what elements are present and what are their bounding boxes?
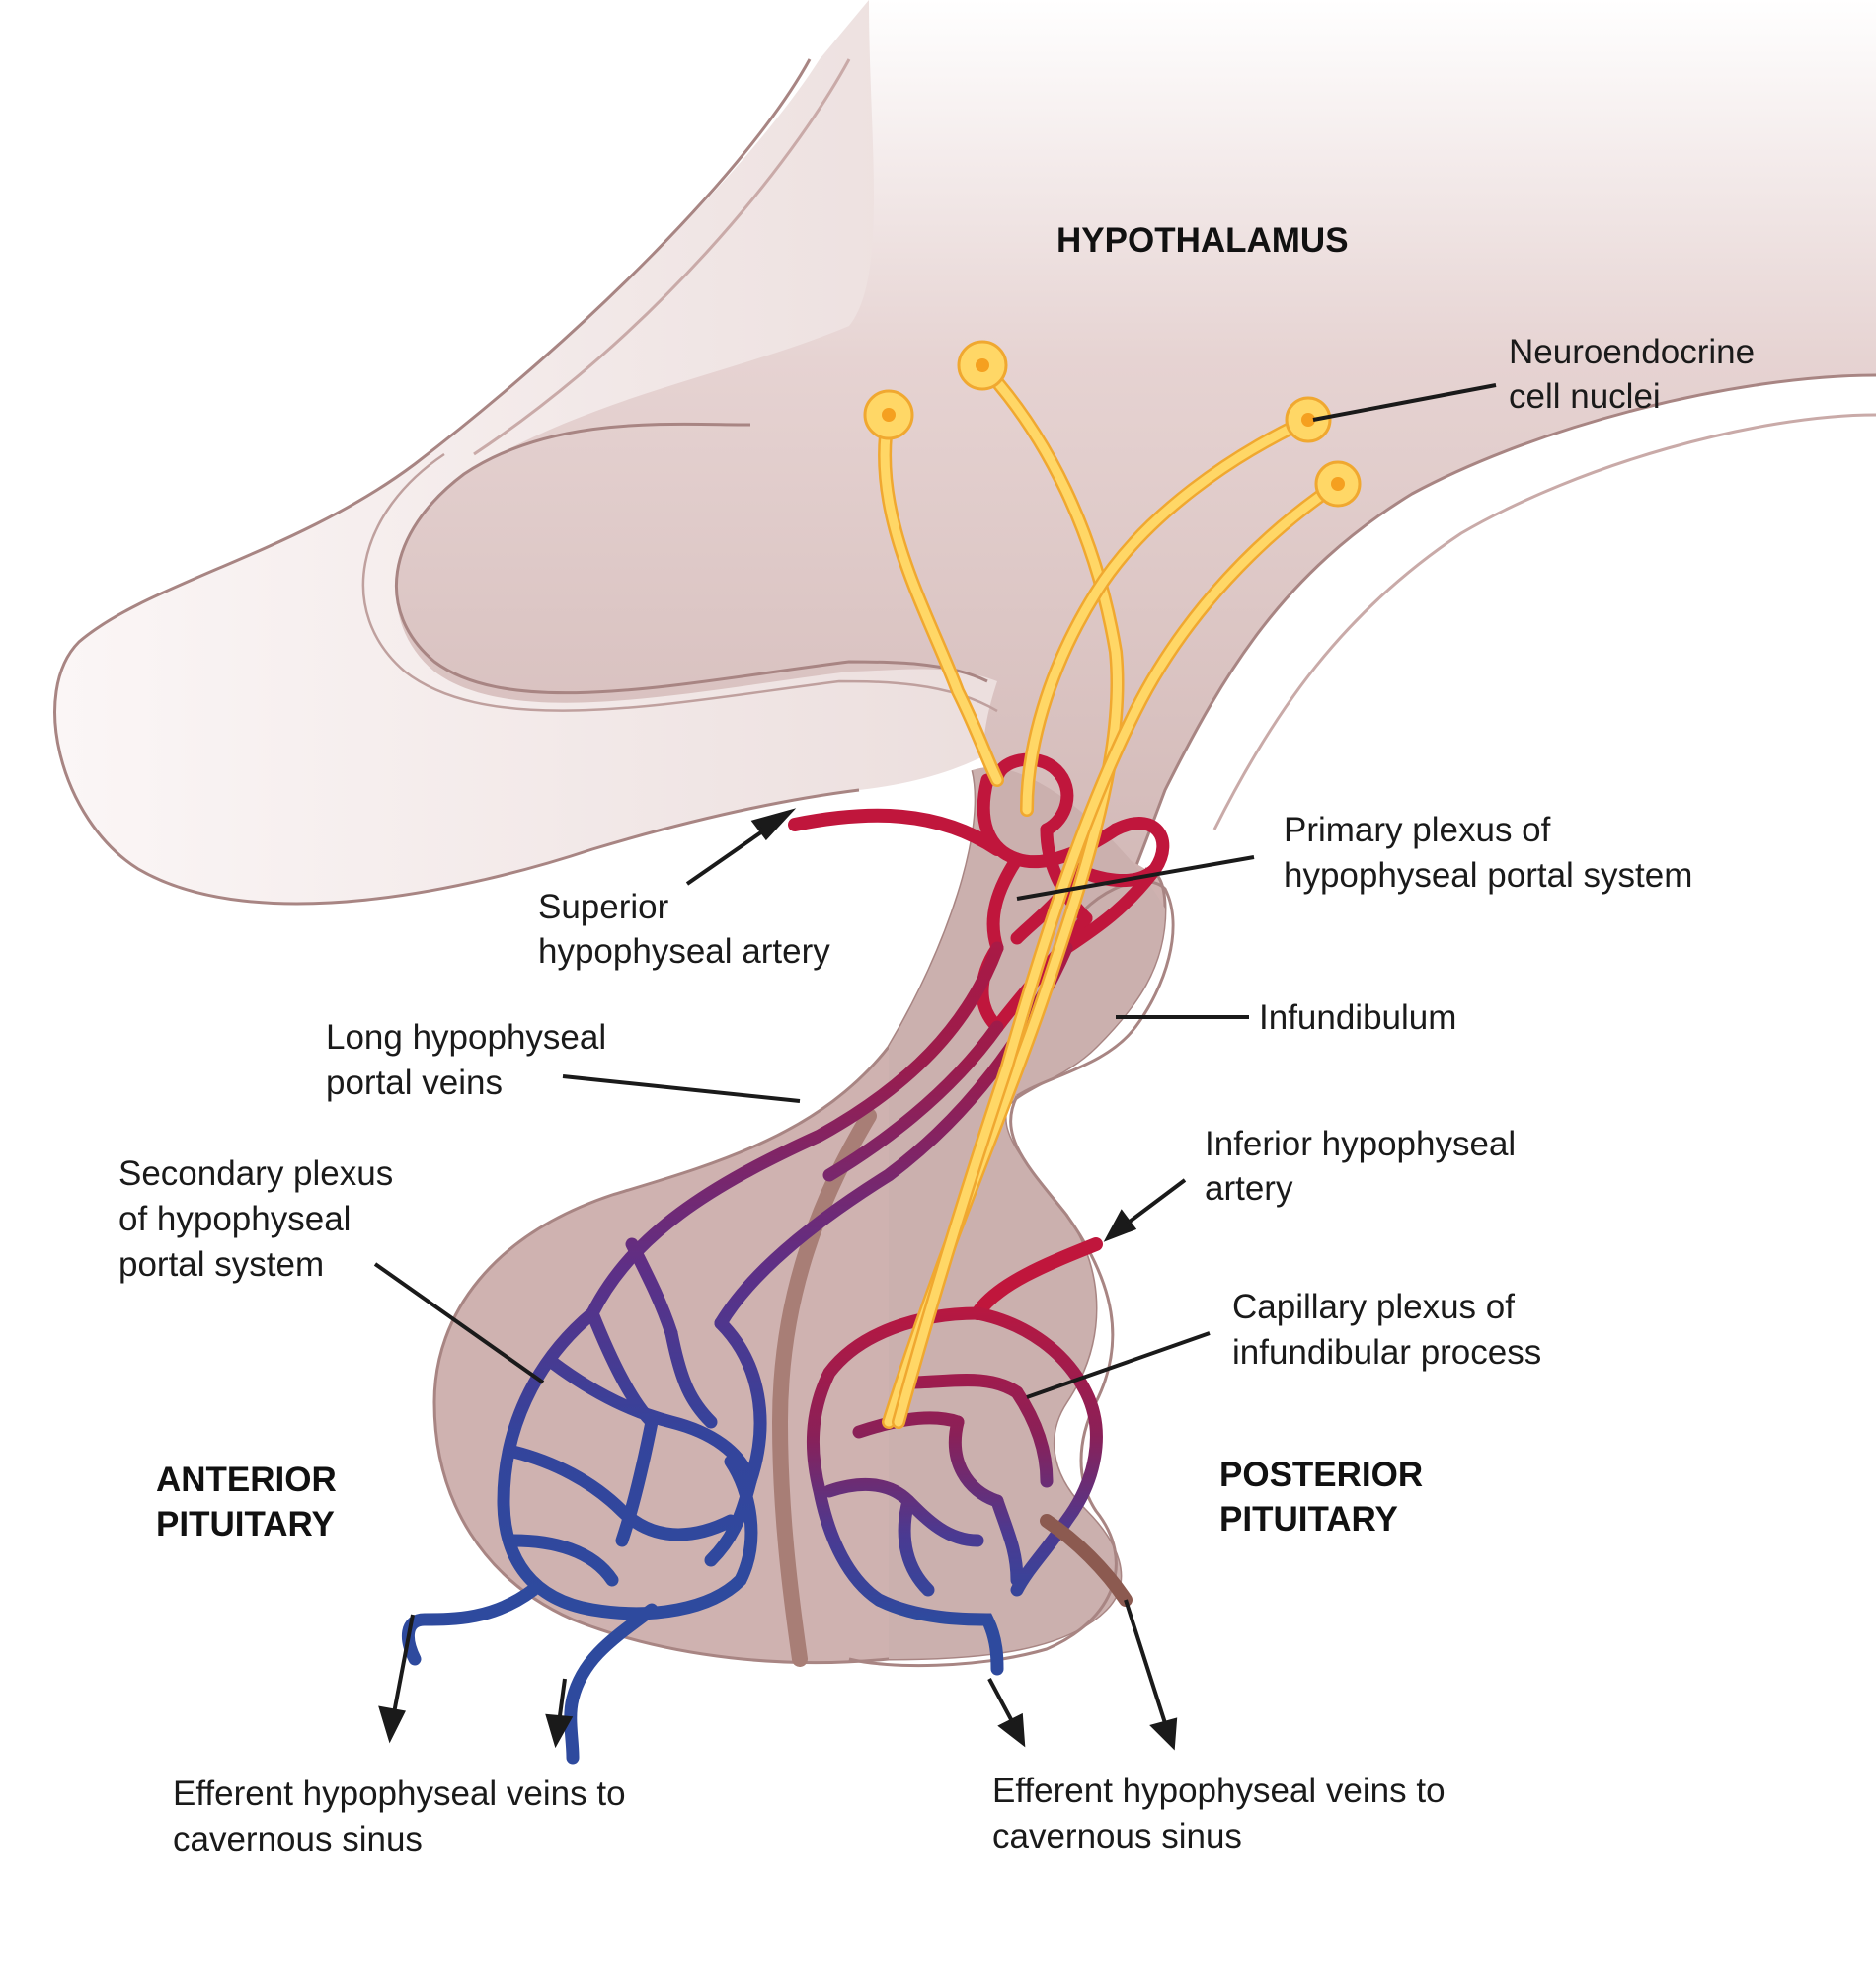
- label-superior-artery-line2: hypophyseal artery: [538, 932, 830, 971]
- region-anterior-line1: ANTERIOR: [156, 1461, 337, 1499]
- label-long-veins-line1: Long hypophyseal: [326, 1018, 606, 1057]
- hypothalamus-right-band: [1212, 413, 1876, 830]
- posterior-lobe-bump: [1016, 880, 1175, 1098]
- label-inferior-artery-line1: Inferior hypophyseal: [1205, 1125, 1516, 1163]
- label-superior-artery-line1: Superior: [538, 888, 669, 926]
- infundibular-capillary-plexus: [806, 1306, 1103, 1676]
- label-efferent-right-line1: Efferent hypophyseal veins to: [992, 1772, 1446, 1810]
- label-infundibulum: Infundibulum: [1259, 998, 1456, 1037]
- inferior-hypophyseal-artery: [971, 1237, 1103, 1320]
- region-anterior-line2: PITUITARY: [156, 1505, 335, 1543]
- hypothalamus-inner-fold-2: [361, 452, 998, 713]
- outer-tissue-top-line: [473, 58, 851, 456]
- label-inferior-artery-line2: artery: [1205, 1169, 1293, 1208]
- hypothalamus-inner-fold: [394, 422, 988, 695]
- label-efferent-left-line2: cavernous sinus: [173, 1820, 423, 1858]
- label-long-veins-line2: portal veins: [326, 1064, 503, 1102]
- outer-tissue-outline: [53, 58, 860, 906]
- label-efferent-right-line2: cavernous sinus: [992, 1817, 1242, 1856]
- label-primary-plexus-line2: hypophyseal portal system: [1284, 856, 1692, 895]
- label-secondary-plexus-line3: portal system: [118, 1245, 324, 1284]
- region-posterior-line2: PITUITARY: [1219, 1500, 1398, 1539]
- label-secondary-plexus-line2: of hypophyseal: [118, 1200, 351, 1238]
- label-neuroendocrine-line2: cell nuclei: [1509, 377, 1661, 416]
- label-capillary-plexus-line2: infundibular process: [1232, 1333, 1541, 1372]
- hypothalamus-region: [396, 0, 1876, 1027]
- pituitary-cleft: [771, 1108, 877, 1667]
- label-primary-plexus-line1: Primary plexus of: [1284, 811, 1551, 849]
- posterior-efferent-vein: [1040, 1514, 1133, 1607]
- label-capillary-plexus-line1: Capillary plexus of: [1232, 1288, 1515, 1326]
- label-neuroendocrine-line1: Neuroendocrine: [1509, 333, 1755, 371]
- superior-hypophyseal-artery: [788, 808, 1004, 856]
- posterior-lobe-outline: [848, 1095, 1118, 1668]
- label-secondary-plexus-line1: Secondary plexus: [118, 1154, 393, 1193]
- region-posterior-line1: POSTERIOR: [1219, 1456, 1423, 1494]
- region-hypothalamus: HYPOTHALAMUS: [1056, 221, 1349, 260]
- secondary-plexus: [402, 1237, 767, 1765]
- neuroendocrine-cell-bodies: [863, 340, 1362, 508]
- leader-lines: [373, 383, 1497, 1751]
- label-efferent-left-line1: Efferent hypophyseal veins to: [173, 1775, 626, 1813]
